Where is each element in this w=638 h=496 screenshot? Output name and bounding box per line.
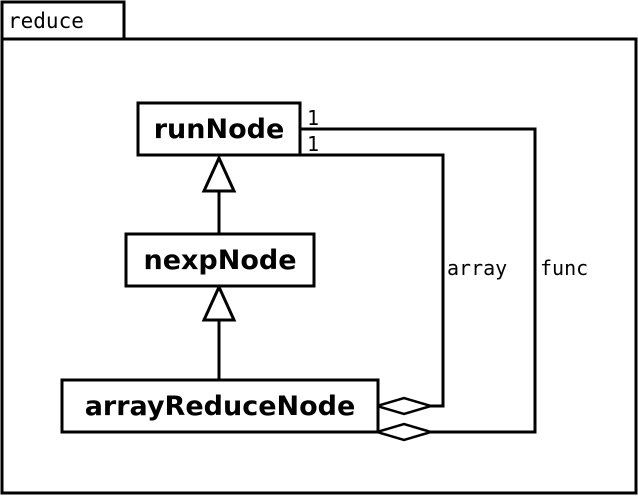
association-func-line [300, 127, 537, 434]
func-role-label: func [540, 256, 588, 280]
class-nexp-node-name: nexpNode [143, 245, 296, 276]
package-body [0, 37, 638, 495]
func-aggregation-diamond [372, 422, 436, 442]
generalization-arrowhead-nexp [201, 283, 237, 322]
generalization-arrowhead-run [201, 154, 237, 193]
class-run-node-box [136, 101, 302, 157]
class-run-node-name: runNode [154, 114, 285, 145]
class-array-reduce-node-box [60, 378, 380, 434]
class-nexp-node-box [124, 232, 316, 288]
array-aggregation-diamond [372, 396, 436, 416]
array-multiplicity: 1 [307, 132, 319, 156]
func-multiplicity: 1 [307, 106, 319, 130]
array-role-label: array [447, 256, 507, 280]
class-array-reduce-node-name: arrayReduceNode [85, 391, 356, 422]
association-array-line [300, 153, 445, 408]
package-name: reduce [8, 9, 84, 33]
